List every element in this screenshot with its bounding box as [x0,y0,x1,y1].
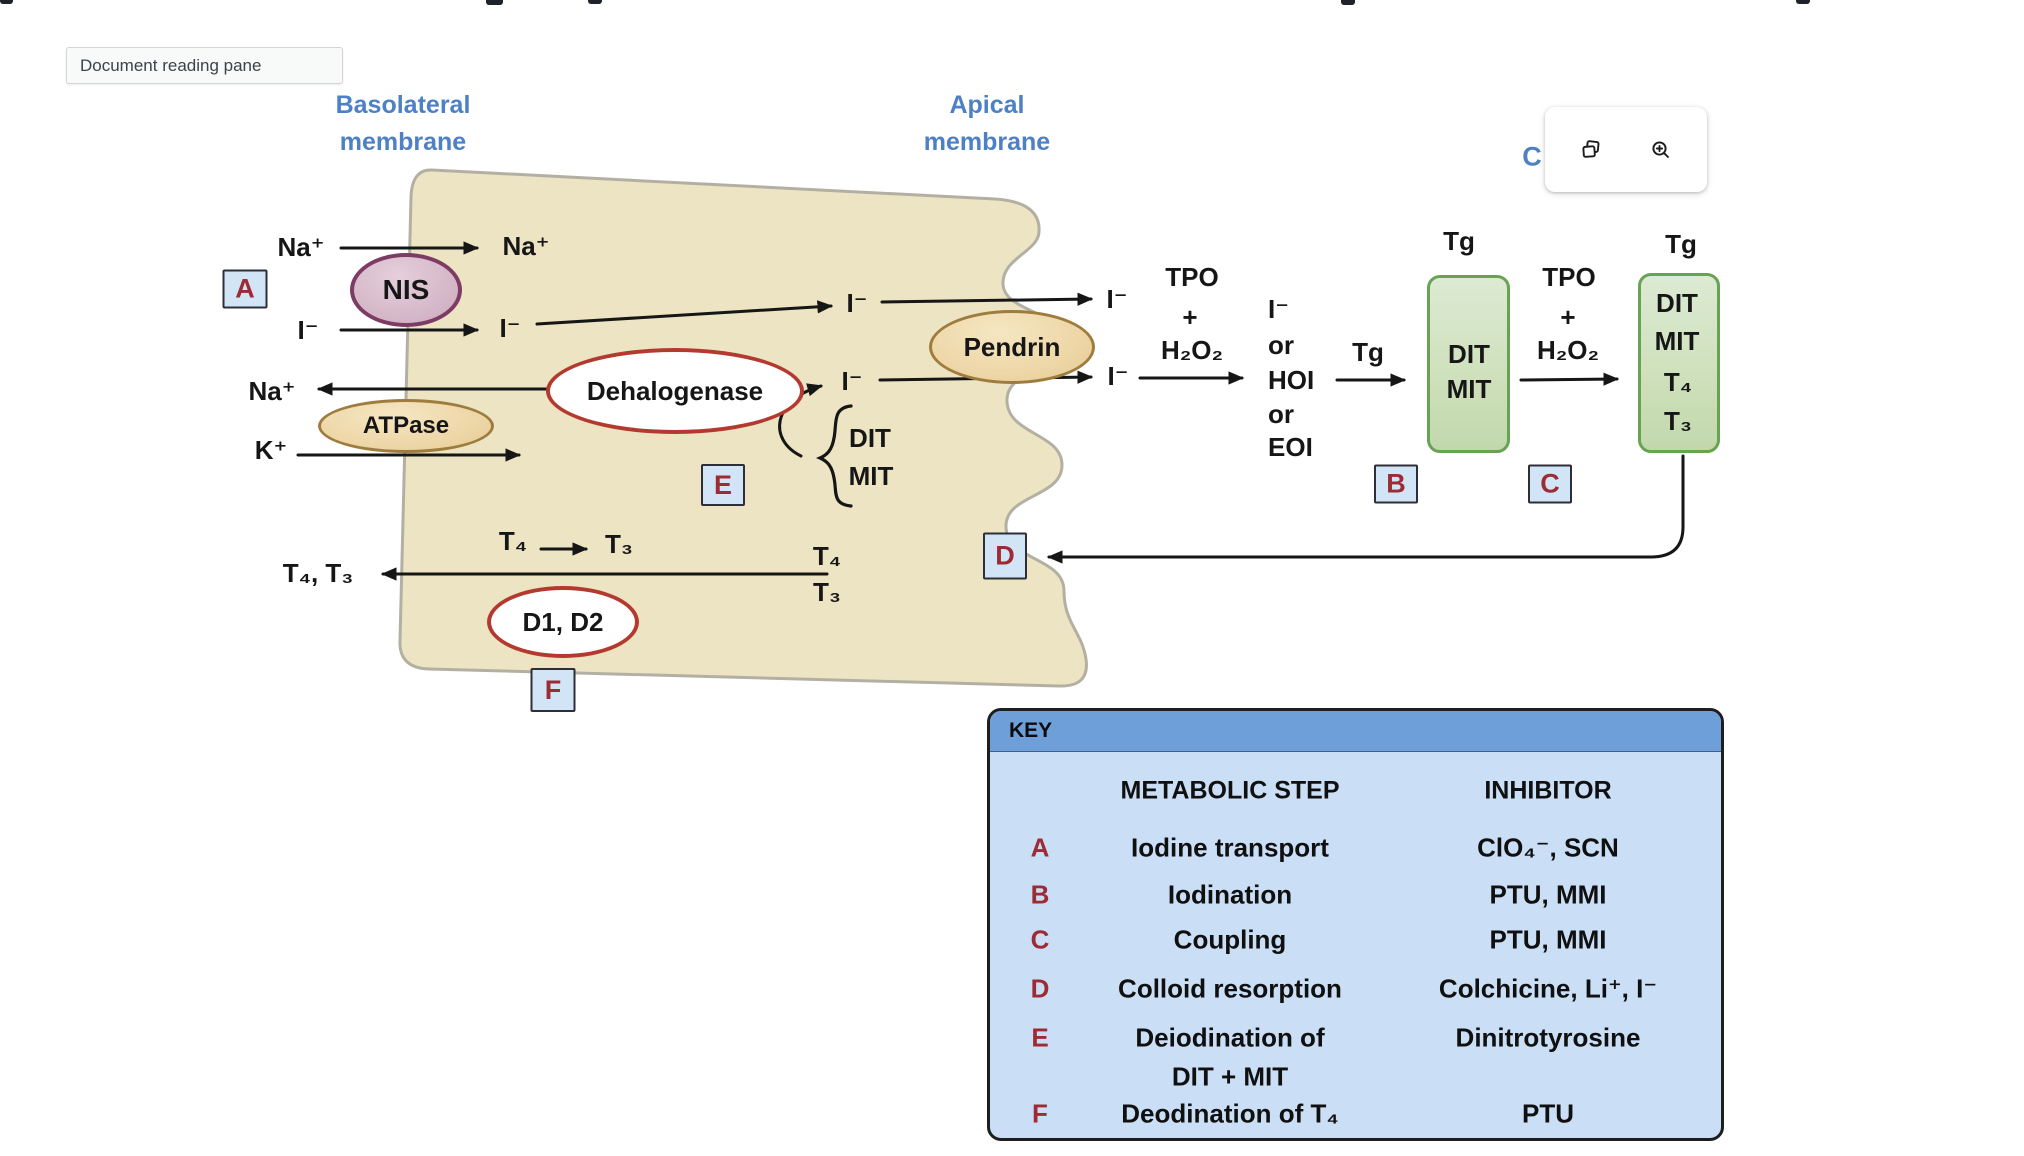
basolateral-membrane-label: Basolateral membrane [336,87,471,161]
iodide-colloid-bottom: I⁻ [1107,361,1129,391]
key-row-letter-c: C [1030,924,1050,955]
key-row-step-e: Deiodination of [1135,1022,1325,1053]
key-row-letter-f: F [1032,1098,1048,1129]
colloid-label-partial: C [1522,141,1542,172]
na-plus-pumped-out: Na⁺ [248,376,296,406]
step-marker-c: C [1528,464,1572,504]
atpase-pump: ATPase [318,399,494,453]
tg-dit-mit-t4-t3-box [1638,273,1720,453]
apical-membrane-label: Apical membrane [924,87,1050,161]
dit-in-box-1: DIT [1448,339,1490,369]
key-row-step-f: Deodination of T₄ [1121,1098,1339,1129]
step-marker-f: F [530,668,576,712]
floating-toolbar [1545,107,1707,192]
tg-over-arrow: Tg [1352,337,1384,367]
key-row-letter-e: E [1031,1022,1049,1053]
key-row-inhibitor-d: Colchicine, Li⁺, I⁻ [1438,973,1658,1004]
oxidized-or-2: or [1268,399,1294,429]
mit-intracellular: MIT [848,461,894,491]
mit-in-box-2: MIT [1654,326,1700,356]
t4-conversion: T₄ [498,526,528,556]
key-header-bar: KEY [990,711,1721,752]
h2o2-label-1: H₂O₂ [1160,335,1224,365]
t4-in-box-2: T₄ [1663,367,1693,397]
key-row-letter-b: B [1030,879,1050,910]
t4-t3-released: T₄, T₃ [282,558,354,588]
key-row-step2-e: DIT + MIT [1171,1061,1289,1092]
cut-off-text-fragment [0,0,13,4]
apical-membrane-label-line1: Apical [949,91,1025,119]
tg-dit-mit-box [1427,275,1510,453]
key-row-inhibitor-c: PTU, MMI [1489,924,1607,955]
nis-transporter: NIS [350,253,462,327]
inhibitor-column-header: INHIBITOR [1484,776,1612,805]
copy-icon [1579,138,1603,162]
oxidized-eoi: EOI [1268,432,1313,462]
iodide-colloid-top: I⁻ [1106,284,1128,314]
dit-mit-brace [815,404,853,508]
tg-above-box-1: Tg [1443,226,1475,256]
oxidized-or-1: or [1268,330,1294,360]
oxidized-hoi: HOI [1268,365,1315,395]
na-plus-outside: Na⁺ [277,232,325,262]
apical-membrane-label-line2: membrane [923,128,1051,156]
tpo-label-2: TPO [1542,262,1596,292]
zoom-in-button[interactable] [1643,132,1679,168]
cut-off-text-fragment [1796,0,1810,4]
t3-in-box-2: T₃ [1664,406,1692,436]
plus-label-2: + [1560,302,1576,332]
pendrin-transporter: Pendrin [929,310,1095,384]
oxidized-iodide: I⁻ [1268,294,1289,324]
dit-in-box-2: DIT [1656,288,1698,318]
step-marker-b: B [1374,464,1418,504]
d1-d2-deiodinase: D1, D2 [487,586,639,658]
key-row-inhibitor-f: PTU [1522,1098,1574,1129]
step-marker-a: A [222,269,268,309]
t4-secreted: T₄ [812,541,842,571]
t3-conversion: T₃ [605,529,633,559]
t3-secreted: T₃ [813,577,841,607]
key-row-step-d: Colloid resorption [1118,973,1342,1004]
dit-intracellular: DIT [849,423,891,453]
key-legend: KEY METABOLIC STEP INHIBITOR A Iodine tra… [987,708,1724,1141]
key-row-inhibitor-e: Dinitrotyrosine [1455,1022,1641,1053]
h2o2-label-2: H₂O₂ [1536,335,1600,365]
step-marker-e: E [701,464,745,506]
basolateral-membrane-label-line1: Basolateral [335,91,471,119]
key-row-letter-d: D [1030,973,1050,1004]
iodide-apical-bottom: I⁻ [841,366,863,396]
key-row-inhibitor-a: ClO₄⁻, SCN [1477,832,1619,863]
k-plus-in: K⁺ [254,435,288,465]
key-row-step-c: Coupling [1173,924,1287,955]
key-row-step-b: Iodination [1167,879,1293,910]
iodide-inside-1: I⁻ [499,313,521,343]
step-marker-d: D [983,532,1027,580]
follicular-cell-shape [398,168,1088,688]
cut-off-text-fragment [588,0,602,4]
key-row-letter-a: A [1030,832,1050,863]
iodide-outside: I⁻ [297,315,319,345]
mit-in-box-1: MIT [1446,374,1492,404]
cut-off-text-fragment [1341,0,1355,5]
key-row-step-a: Iodine transport [1131,832,1329,863]
tpo-label-1: TPO [1165,262,1219,292]
iodide-apical-top: I⁻ [846,288,868,318]
plus-label-1: + [1182,302,1198,332]
zoom-in-icon [1649,138,1673,162]
dehalogenase-enzyme: Dehalogenase [546,348,804,434]
copy-button[interactable] [1573,132,1609,168]
basolateral-membrane-label-line2: membrane [339,128,467,156]
metabolic-step-column-header: METABOLIC STEP [1120,776,1340,805]
cut-off-text-fragment [486,0,503,5]
tooltip-text: Document reading pane [80,55,262,75]
na-plus-inside: Na⁺ [502,231,550,261]
tg-above-box-2: Tg [1665,229,1697,259]
document-reading-pane-tooltip: Document reading pane [66,47,343,84]
key-title: KEY [1009,719,1053,742]
key-row-inhibitor-b: PTU, MMI [1489,879,1607,910]
